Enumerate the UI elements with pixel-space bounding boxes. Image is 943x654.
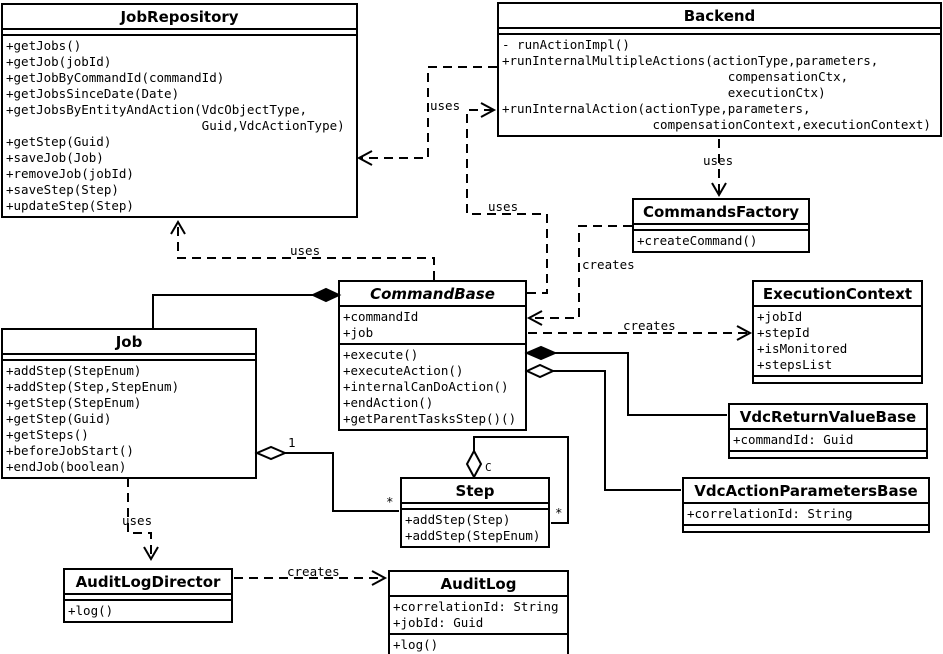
aggregation-diamond-commandbase-vdcactionparametersbase [524,363,556,379]
class-methods: +createCommand() [637,233,758,248]
class-title: CommandBase [340,282,525,307]
edge-backend-uses-jobrepository [360,66,497,159]
class-title: AuditLog [390,572,567,597]
class-backend: Backend - runActionImpl() +runInternalMu… [497,2,942,137]
class-methods: +execute() +executeAction() +internalCan… [343,347,517,426]
class-title: AuditLogDirector [65,570,231,595]
edge-label-creates: creates [287,564,340,579]
multiplicity-step-self: * [555,505,563,520]
class-vdcreturnvaluebase: VdcReturnValueBase +commandId: Guid [728,403,928,459]
class-methods: +log() [68,603,114,618]
class-title: Backend [499,4,940,29]
class-methods: +addStep(StepEnum) +addStep(Step,StepEnu… [6,363,180,474]
edge-label-uses: uses [703,153,734,168]
class-attributes [65,595,231,601]
class-title: VdcReturnValueBase [730,405,926,430]
class-commandsfactory: CommandsFactory +createCommand() [632,198,810,253]
edge-label-step-self: C [485,461,492,474]
open-arrowhead-into-jobrepository-right [356,150,373,166]
class-title: Step [402,479,548,504]
class-attributes: +jobId +stepId +isMonitored +stepsList [754,307,921,377]
class-auditlogdirector: AuditLogDirector +log() [63,568,233,623]
open-arrowhead-into-auditlogdirector-top [143,546,159,561]
class-attributes: +correlationId: String [684,504,928,526]
open-arrowhead-into-backend-left [480,102,497,118]
open-arrowhead-into-commandbase-right [526,310,543,326]
class-title: Job [3,330,255,355]
class-attributes [3,30,356,36]
edge-commandbase-composes-job [152,294,313,329]
edge-commandbase-aggregates-vdcactionparametersbase [552,370,681,491]
aggregation-diamond-job-step [254,445,288,461]
class-methods: +getJobs() +getJob(jobId) +getJobByComma… [6,38,345,213]
class-title: ExecutionContext [754,282,921,307]
composition-diamond-commandbase-job [310,287,342,303]
class-attributes [499,29,940,35]
open-arrowhead-into-commandsfactory-top [711,182,727,197]
composition-diamond-commandbase-vdcreturnvaluebase [524,345,558,361]
edge-job-aggregates-step [284,452,399,512]
class-executioncontext: ExecutionContext +jobId +stepId +isMonit… [752,280,923,384]
class-methods [754,377,921,382]
class-attributes: +commandId +job [340,307,525,345]
edge-label-creates: creates [582,257,635,272]
class-attributes: +correlationId: String +jobId: Guid [390,597,567,635]
edge-commandsfactory-creates-commandbase [530,225,632,319]
edge-label-uses: uses [122,513,153,528]
class-commandbase: CommandBase +commandId +job +execute() +… [338,280,527,431]
class-methods [684,526,928,531]
edge-commandbase-composes-vdcreturnvaluebase [554,352,727,416]
class-auditlog: AuditLog +correlationId: String +jobId: … [388,570,569,654]
class-methods [730,452,926,457]
edge-label-uses: uses [430,98,461,113]
class-title: VdcActionParametersBase [684,479,928,504]
aggregation-diamond-step-self [465,448,483,480]
class-attributes [634,225,808,231]
class-step: Step +addStep(Step) +addStep(StepEnum) [400,477,550,548]
edge-label-uses: uses [488,199,519,214]
class-title: CommandsFactory [634,200,808,225]
multiplicity-step-side: * [386,494,394,509]
class-vdcactionparametersbase: VdcActionParametersBase +correlationId: … [682,477,930,533]
edge-label-uses: uses [290,243,321,258]
class-title: JobRepository [3,5,356,30]
class-methods: +addStep(Step) +addStep(StepEnum) [405,512,541,543]
class-attributes: +commandId: Guid [730,430,926,452]
open-arrowhead-into-jobrepository-bottom [170,220,186,235]
class-methods: - runActionImpl() +runInternalMultipleAc… [502,37,931,132]
multiplicity-job-side: 1 [288,435,296,450]
class-attributes [3,355,255,361]
open-arrowhead-into-executioncontext-left [736,325,753,341]
edge-label-creates: creates [623,318,676,333]
open-arrowhead-into-auditlog-left [371,570,388,586]
class-jobrepository: JobRepository +getJobs() +getJob(jobId) … [1,3,358,218]
class-job: Job +addStep(StepEnum) +addStep(Step,Ste… [1,328,257,479]
class-methods: +log() [393,637,439,652]
